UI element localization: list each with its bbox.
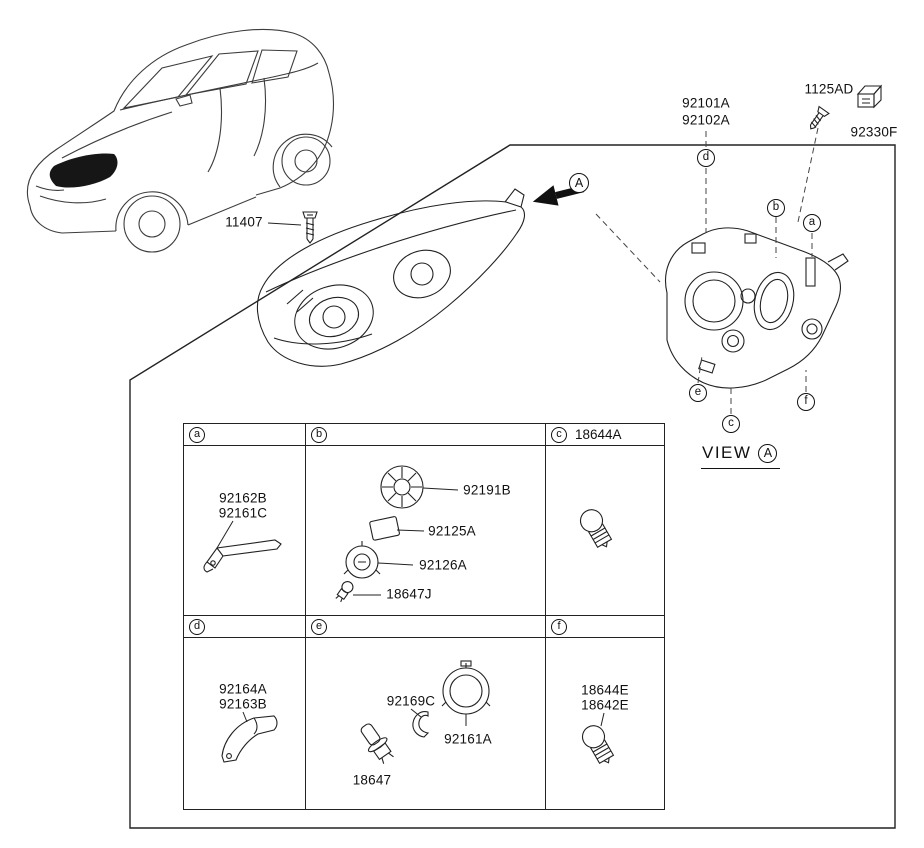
bracket-92164A-drawing (221, 715, 278, 763)
clip-92169C-drawing (412, 711, 430, 738)
bulb-18647-drawing (360, 723, 394, 764)
callout-view-arrow-A: A (569, 173, 589, 193)
table-header-a: a (184, 424, 306, 446)
cell-letter-f: f (551, 618, 567, 635)
cell-letter-e: e (311, 618, 327, 635)
part-label-18642E: 18642E (581, 697, 629, 713)
part-label-92125A: 92125A (428, 523, 476, 539)
part-label-18647: 18647 (352, 772, 392, 788)
callout-b: b (767, 199, 785, 217)
callout-a: a (803, 214, 821, 232)
table-cell-d-drawing-area (184, 638, 306, 809)
cell-letter-a: a (189, 426, 205, 443)
table-cell-f-drawing-area (546, 638, 664, 809)
cell-header-part-c: 18644A (575, 427, 622, 442)
cap-92191B-drawing (380, 465, 424, 509)
part-label-92101A: 92101A (682, 95, 730, 111)
table-cell-b-drawing-area (306, 446, 546, 616)
view-ref-circle: A (758, 443, 778, 463)
callout-e: e (689, 384, 707, 402)
cell-letter-b: b (311, 426, 327, 443)
part-label-18644E: 18644E (581, 682, 629, 698)
parts-table: a b c 18644A d e f (183, 423, 665, 810)
cell-letter-d: d (189, 618, 205, 635)
connector-92330F-icon (856, 84, 883, 109)
leader-lines-dashed (595, 127, 819, 414)
part-label-92169C: 92169C (386, 693, 436, 709)
part-label-92162B: 92162B (219, 490, 267, 506)
table-cell-e-drawing-area (306, 638, 546, 809)
car-illustration (26, 28, 335, 253)
part-label-92161A: 92161A (444, 731, 492, 747)
table-header-e: e (306, 616, 546, 638)
bracket-92162B-drawing (203, 539, 282, 573)
callout-f: f (797, 393, 815, 411)
part-label-92161C: 92161C (218, 505, 268, 521)
table-header-f: f (546, 616, 664, 638)
leader-lines (216, 222, 605, 727)
part-label-11407: 11407 (225, 214, 263, 230)
screw-1125AD-icon (809, 105, 830, 130)
table-header-d: d (184, 616, 306, 638)
table-cell-a-drawing-area (184, 446, 306, 616)
pad-92125A-drawing (369, 516, 400, 541)
cell-letter-c: c (551, 426, 567, 443)
view-a-label: VIEW A (701, 443, 781, 469)
callout-c: c (722, 415, 740, 433)
part-label-92102A: 92102A (682, 112, 730, 128)
table-header-c: c 18644A (546, 424, 664, 446)
retainer-92126A-drawing (343, 541, 381, 579)
part-label-1125AD: 1125AD (804, 81, 854, 97)
bulb-18644A-drawing (579, 509, 613, 549)
part-label-18647J: 18647J (386, 586, 432, 602)
table-cell-c-drawing-area (546, 446, 664, 616)
part-label-92164A: 92164A (219, 681, 267, 697)
bulb-18647J-drawing (335, 581, 354, 603)
view-text: VIEW (702, 443, 752, 462)
ring-92161A-drawing (441, 660, 491, 715)
part-label-92191B: 92191B (463, 482, 511, 498)
bolt-11407-icon (302, 211, 318, 244)
bulb-18644E-drawing (581, 725, 615, 765)
part-label-92330F: 92330F (850, 124, 898, 140)
part-label-92163B: 92163B (219, 696, 267, 712)
table-header-b: b (306, 424, 546, 446)
part-label-92126A: 92126A (419, 557, 467, 573)
callout-d: d (697, 149, 715, 167)
headlamp-housing-rear-view (665, 227, 849, 389)
headlamp-assembly-drawing (256, 188, 526, 367)
diagram-border (129, 144, 896, 829)
